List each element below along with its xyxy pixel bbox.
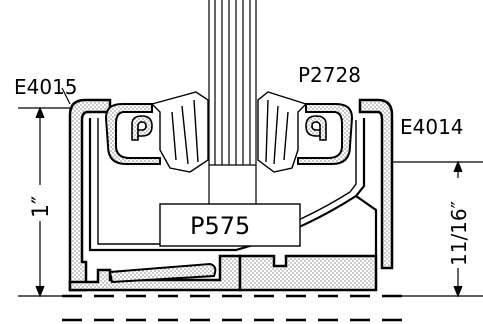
left-glazing-clip: [104, 103, 161, 165]
wedge-gasket-right: [257, 91, 308, 173]
base-dashed-lines: [62, 294, 410, 322]
dimension-overall-label: 1″: [29, 196, 54, 218]
leader-e4015: [61, 87, 71, 105]
frame-extrusion: [68, 98, 394, 292]
setting-block: P575: [159, 165, 301, 247]
label-e4014: E4014: [400, 115, 464, 139]
right-glazing-clip: [297, 103, 354, 165]
glass-panes: [208, 0, 257, 166]
wedge-gasket-left: [150, 91, 209, 173]
setting-block-label: P575: [190, 212, 250, 240]
dim-label-gap-left: [26, 185, 54, 221]
dimension-inner-label: 11/16″: [447, 201, 471, 266]
label-e4015: E4015: [14, 75, 78, 99]
label-p2728: P2728: [298, 63, 361, 87]
dim-label-gap-right: [444, 178, 472, 268]
